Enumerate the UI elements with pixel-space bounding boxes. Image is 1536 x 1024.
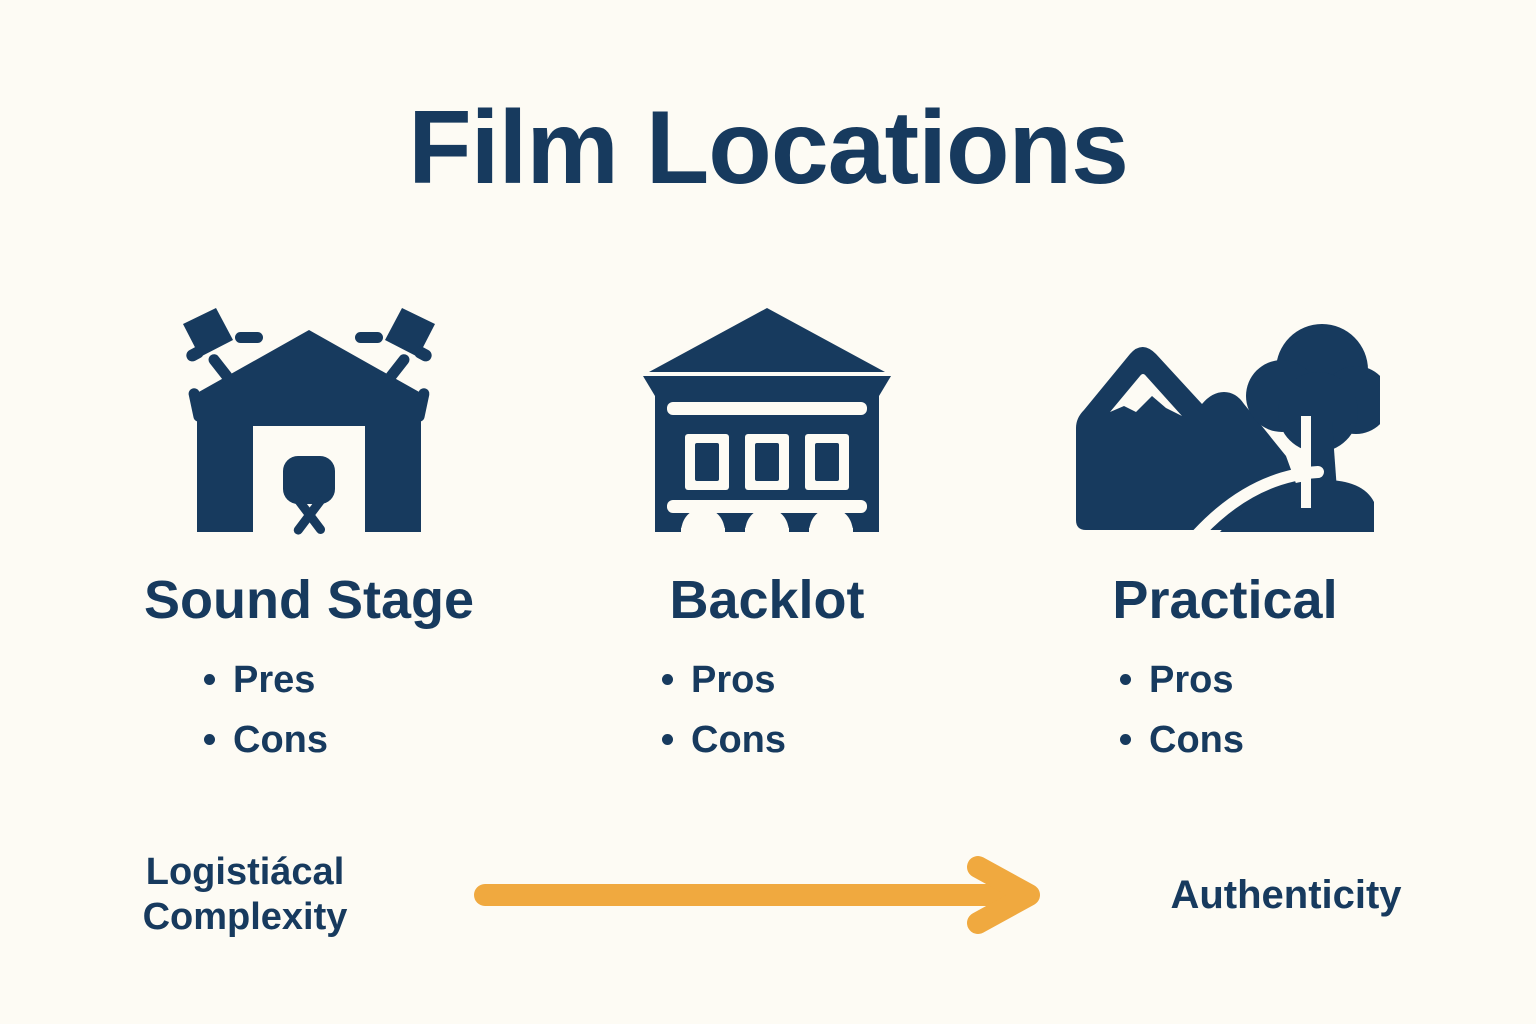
sound-stage-icon-wrap xyxy=(159,286,459,536)
spectrum-right-label: Authenticity xyxy=(1170,873,1402,917)
spectrum-arrow-wrap xyxy=(410,855,1116,935)
bullet-label: Pres xyxy=(233,658,316,701)
spectrum-left-line1: Logistiácal xyxy=(145,851,345,894)
list-item: Pros xyxy=(662,661,775,699)
spectrum-left-line2: Complexity xyxy=(142,896,348,938)
bullet-dot-icon xyxy=(1120,674,1131,686)
column-title-backlot: Backlot xyxy=(669,570,865,630)
bullets-sound-stage: Pres Cons xyxy=(184,661,434,781)
bullets-backlot: Pros Cons xyxy=(642,661,892,781)
spectrum-row: Logistiácal Complexity Authenticity xyxy=(80,830,1456,960)
practical-landscape-icon xyxy=(1076,324,1380,536)
location-columns: Sound Stage Pres Cons xyxy=(80,286,1456,781)
bullet-dot-icon xyxy=(1120,734,1131,746)
list-item: Pres xyxy=(204,661,315,699)
right-arrow-icon xyxy=(474,856,1040,934)
bullet-dot-icon xyxy=(662,734,673,746)
column-title-practical: Practical xyxy=(1112,570,1338,630)
bullet-dot-icon xyxy=(204,674,215,686)
column-sound-stage: Sound Stage Pres Cons xyxy=(80,286,538,781)
bullet-label: Cons xyxy=(233,718,328,761)
list-item: Cons xyxy=(1120,721,1244,759)
bullets-practical: Pros Cons xyxy=(1100,661,1350,781)
spectrum-left-label: Logistiácal Complexity xyxy=(80,850,410,940)
column-title-sound-stage: Sound Stage xyxy=(143,570,474,630)
bullet-dot-icon xyxy=(204,734,215,746)
backlot-building-icon xyxy=(643,308,891,536)
bullet-label: Cons xyxy=(1149,718,1244,761)
column-practical: Practical Pros Cons xyxy=(996,286,1454,781)
page-title: Film Locations xyxy=(408,90,1129,206)
list-item: Cons xyxy=(204,721,328,759)
practical-icon-wrap xyxy=(1070,286,1380,536)
list-item: Pros xyxy=(1120,661,1233,699)
list-item: Cons xyxy=(662,721,786,759)
bullet-label: Pros xyxy=(691,658,776,701)
bullet-label: Pros xyxy=(1149,658,1234,701)
bullet-label: Cons xyxy=(691,718,786,761)
backlot-icon-wrap xyxy=(637,286,897,536)
column-backlot: Backlot Pros Cons xyxy=(538,286,996,781)
bullet-dot-icon xyxy=(662,674,673,686)
sound-stage-icon xyxy=(183,308,435,535)
